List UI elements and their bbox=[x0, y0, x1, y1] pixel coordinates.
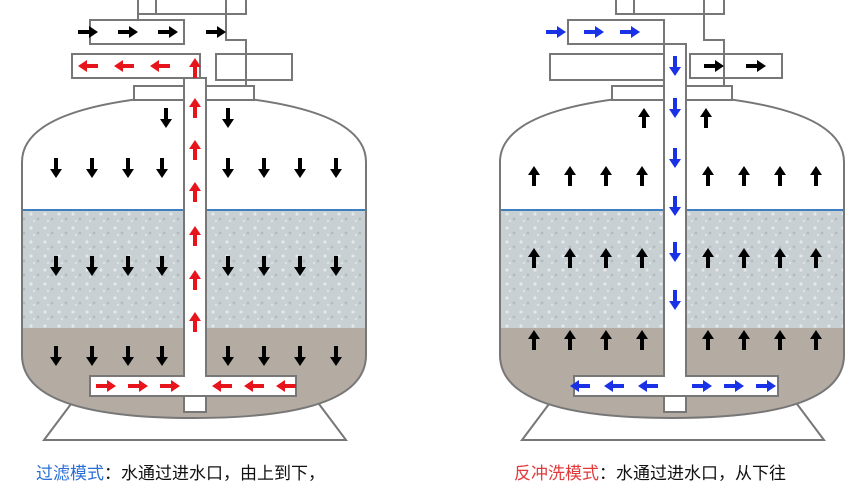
bottom-lateral bbox=[89, 375, 297, 397]
side-port bbox=[689, 53, 783, 79]
filter-mode-text: ：水通过进水口，由上到下， bbox=[104, 464, 325, 484]
tank-outline bbox=[21, 92, 367, 420]
filter-mode-caption: 过滤模式：水通过进水口，由上到下， bbox=[36, 462, 325, 486]
arrow-icon bbox=[206, 26, 226, 38]
valve-top bbox=[615, 0, 725, 15]
backwash-mode-label: 反冲洗模式 bbox=[514, 464, 599, 484]
inlet-pipe bbox=[567, 19, 665, 45]
backwash-mode-caption: 反冲洗模式：水通过进水口，从下往 bbox=[514, 462, 786, 486]
filter-mode-tank bbox=[21, 0, 367, 441]
tank-outline bbox=[499, 92, 845, 420]
valve-body bbox=[137, 13, 247, 86]
backwash-mode-tank bbox=[499, 0, 845, 441]
filter-mode-label: 过滤模式 bbox=[36, 464, 104, 484]
side-port bbox=[215, 53, 293, 81]
valve-top bbox=[137, 0, 247, 15]
backwash-mode-text: ：水通过进水口，从下往 bbox=[599, 464, 786, 484]
outlet-pipe bbox=[549, 53, 665, 81]
